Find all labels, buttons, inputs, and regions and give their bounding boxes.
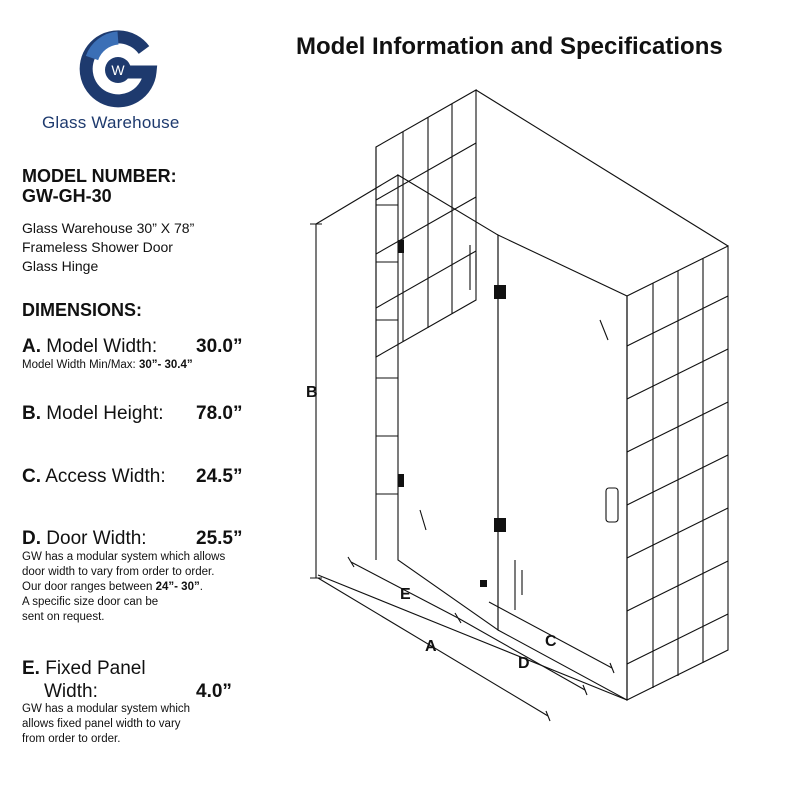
back-wall-tile-lines [375,104,477,342]
note-text: . [199,581,203,593]
dimension-e-line [350,561,459,619]
dimension-b-value: 78.0” [196,403,243,424]
fixed-panel-outline [497,234,628,701]
note-line: Our door ranges between 24”- 30”. [22,580,225,595]
dimension-e-letter: E. [22,658,40,679]
dimension-c-label: C. Access Width: [22,466,166,488]
back-wall-outline [375,89,477,358]
dimension-b-label: B. Model Height: [22,403,164,425]
dimension-a-letter: A. [22,336,41,357]
left-wall-tiles [375,147,398,560]
description-line: Glass Hinge [22,258,99,274]
dimension-a-note-text: Model Width Min/Max: [22,359,139,371]
door-panel-outline [397,174,499,632]
dimension-c-line [488,601,613,669]
dimension-a-note-range: 30”- 30.4” [138,359,193,371]
dimension-e-label: E. Fixed Panel [22,658,146,680]
model-description: Glass Warehouse 30” X 78” Frameless Show… [22,219,194,276]
dimension-a-label: A. Model Width: [22,336,157,358]
glass-reflections [419,245,609,610]
dimension-e-value: 4.0” [196,681,232,702]
drawing-label-c: C [545,633,557,650]
dimension-a-note: Model Width Min/Max: 30”- 30.4” [22,358,193,373]
dimension-c-name: Access Width: [45,466,166,487]
dimension-a-line [317,577,549,717]
note-line: from order to order. [22,733,121,745]
note-line: GW has a modular system which [22,703,191,715]
drawing-label-d: D [518,655,530,672]
note-line: door width to vary from order to order. [22,566,215,578]
dimensions-heading: DIMENSIONS: [22,300,143,320]
dimension-d-value: 25.5” [196,528,243,549]
dimension-b-letter: B. [22,403,41,424]
dimension-a-value: 30.0” [196,336,243,357]
clamp-icon [480,580,487,587]
dimension-b-extension [315,174,399,225]
note-range: 24”- 30” [155,581,200,593]
page-title: Model Information and Specifications [296,33,723,60]
dimension-e-label-cont: Width: [44,681,98,702]
brand-name: Glass Warehouse [42,113,180,132]
dimension-d-name: Door Width: [46,528,147,549]
dimension-e-name: Fixed Panel [45,658,146,679]
model-number: GW-GH-30 [22,186,112,206]
drawing-label-a: A [425,638,437,655]
dimension-d-line [457,617,586,691]
dimension-e-note: GW has a modular system which allows fix… [22,702,190,747]
dimension-b-name: Model Height: [46,403,164,424]
hinge-icon [494,285,506,299]
right-wall-vertical-tiles [652,258,704,688]
top-edge [475,89,729,247]
logo-letter: W [111,62,125,78]
description-line: Glass Warehouse 30” X 78” [22,220,195,236]
hinge-icon [398,240,404,253]
note-line: GW has a modular system which allows [22,551,226,563]
door-handle-icon [605,487,619,523]
note-text: Our door ranges between [22,581,156,593]
description-line: Frameless Shower Door [22,239,173,255]
dimension-d-letter: D. [22,528,41,549]
dimension-d-note: GW has a modular system which allows doo… [22,550,225,625]
dimension-d-label: D. Door Width: [22,528,147,550]
floor-line [317,574,628,701]
shower-door-drawing: B E A C D [306,89,729,722]
drawing-label-b: B [306,384,318,401]
right-wall-horizontal-tiles [626,295,729,665]
note-line: A specific size door can be [22,596,159,608]
hinge-icon [494,518,506,532]
dimension-b-line [310,223,322,579]
note-line: allows fixed panel width to vary [22,718,181,730]
model-number-label: MODEL NUMBER: [22,166,177,186]
dimension-ticks [347,556,615,722]
dimension-a-name: Model Width: [46,336,158,357]
dimension-c-value: 24.5” [196,466,243,487]
hinge-icon [398,474,404,487]
note-line: sent on request. [22,611,105,623]
glass-warehouse-logo-icon: W [79,30,158,108]
drawing-label-e: E [400,586,411,603]
dimension-c-letter: C. [22,466,41,487]
